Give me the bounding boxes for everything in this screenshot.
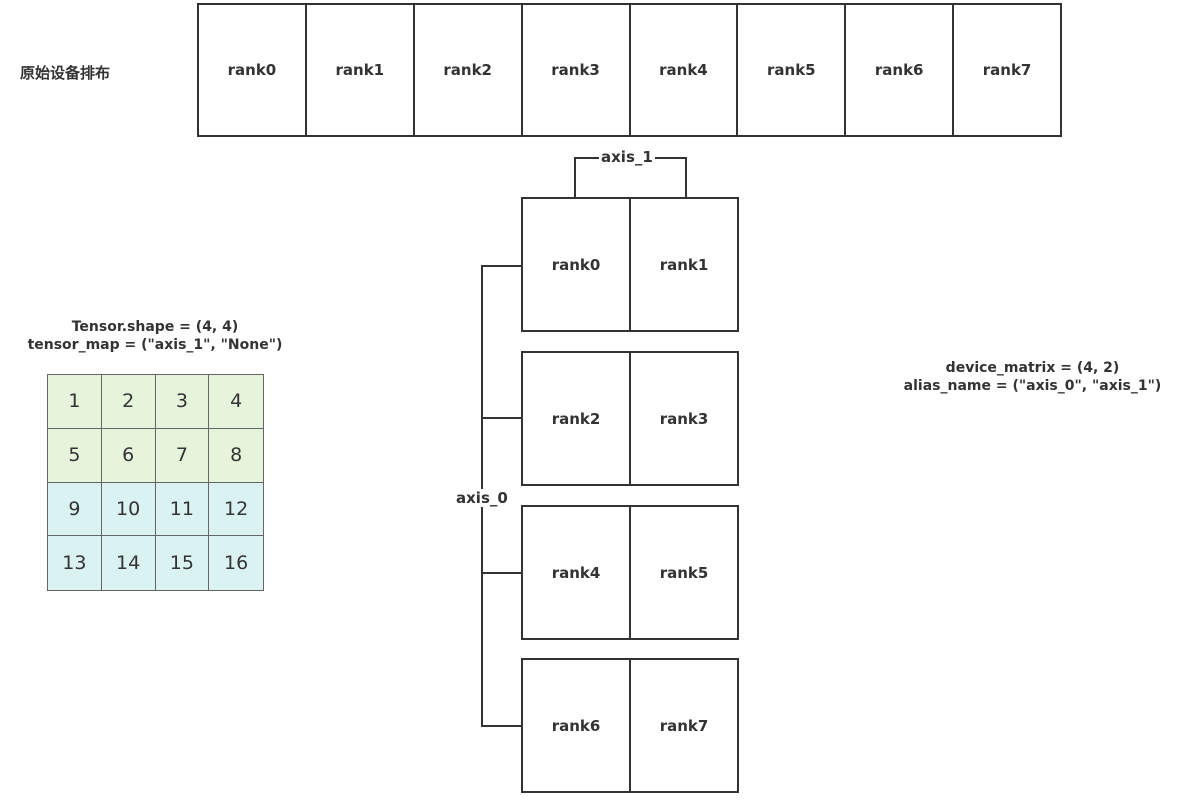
axis-0-tick bbox=[481, 725, 521, 727]
original-rank-row: rank0 rank1 rank2 rank3 rank4 rank5 rank… bbox=[197, 3, 1062, 137]
tensor-cell: 5 bbox=[48, 428, 102, 483]
device-row-0: rank0 rank1 bbox=[521, 197, 739, 332]
tensor-cell: 13 bbox=[48, 536, 102, 590]
original-rank-cell: rank0 bbox=[199, 5, 307, 135]
tensor-cell: 14 bbox=[101, 536, 156, 590]
tensor-cell: 15 bbox=[155, 536, 210, 590]
tensor-cell: 6 bbox=[101, 428, 156, 483]
device-row-1: rank2 rank3 bbox=[521, 351, 739, 486]
tensor-cell: 2 bbox=[101, 375, 156, 429]
original-rank-cell: rank2 bbox=[415, 5, 523, 135]
device-matrix-label: device_matrix = (4, 2) bbox=[945, 360, 1120, 376]
device-rank-cell: rank6 bbox=[523, 660, 631, 791]
original-rank-cell: rank5 bbox=[738, 5, 847, 135]
original-layout-title: 原始设备排布 bbox=[20, 64, 111, 82]
tensor-info: Tensor.shape = (4, 4) tensor_map = ("axi… bbox=[0, 318, 310, 354]
tensor-cell: 1 bbox=[48, 375, 102, 429]
tensor-cell: 9 bbox=[48, 482, 102, 537]
tensor-shape-label: Tensor.shape = (4, 4) bbox=[71, 319, 239, 335]
axis-1-label: axis_1 bbox=[599, 148, 655, 166]
device-rank-cell: rank4 bbox=[523, 507, 631, 638]
alias-name-label: alias_name = ("axis_0", "axis_1") bbox=[903, 378, 1162, 394]
original-rank-cell: rank1 bbox=[307, 5, 415, 135]
tensor-cell: 8 bbox=[209, 428, 263, 483]
device-rank-cell: rank0 bbox=[523, 199, 631, 330]
axis-0-tick bbox=[481, 572, 521, 574]
tensor-cell: 3 bbox=[155, 375, 210, 429]
axis-0-label: axis_0 bbox=[454, 489, 510, 507]
tensor-cell: 12 bbox=[209, 482, 263, 537]
device-rank-cell: rank5 bbox=[659, 563, 709, 582]
tensor-cell: 16 bbox=[209, 536, 263, 590]
device-rank-cell: rank1 bbox=[659, 255, 709, 274]
original-rank-cell: rank7 bbox=[982, 61, 1032, 79]
device-rank-cell: rank2 bbox=[523, 353, 631, 484]
tensor-cell: 7 bbox=[155, 428, 210, 483]
original-rank-cell: rank3 bbox=[523, 5, 631, 135]
axis-1-bracket-left bbox=[574, 157, 576, 198]
axis-1-bracket-right bbox=[685, 157, 687, 198]
axis-0-tick bbox=[481, 417, 521, 419]
tensor-map-label: tensor_map = ("axis_1", "None") bbox=[27, 337, 283, 353]
device-rank-cell: rank7 bbox=[659, 716, 709, 735]
original-rank-cell: rank6 bbox=[846, 5, 955, 135]
device-row-2: rank4 rank5 bbox=[521, 505, 739, 640]
tensor-cell: 4 bbox=[209, 375, 263, 429]
original-rank-cell: rank4 bbox=[631, 5, 739, 135]
tensor-cell: 10 bbox=[101, 482, 156, 537]
device-info: device_matrix = (4, 2) alias_name = ("ax… bbox=[870, 359, 1195, 395]
device-rank-cell: rank3 bbox=[659, 409, 709, 428]
device-row-3: rank6 rank7 bbox=[521, 658, 739, 793]
tensor-cell: 11 bbox=[155, 482, 210, 537]
axis-0-tick bbox=[481, 265, 521, 267]
